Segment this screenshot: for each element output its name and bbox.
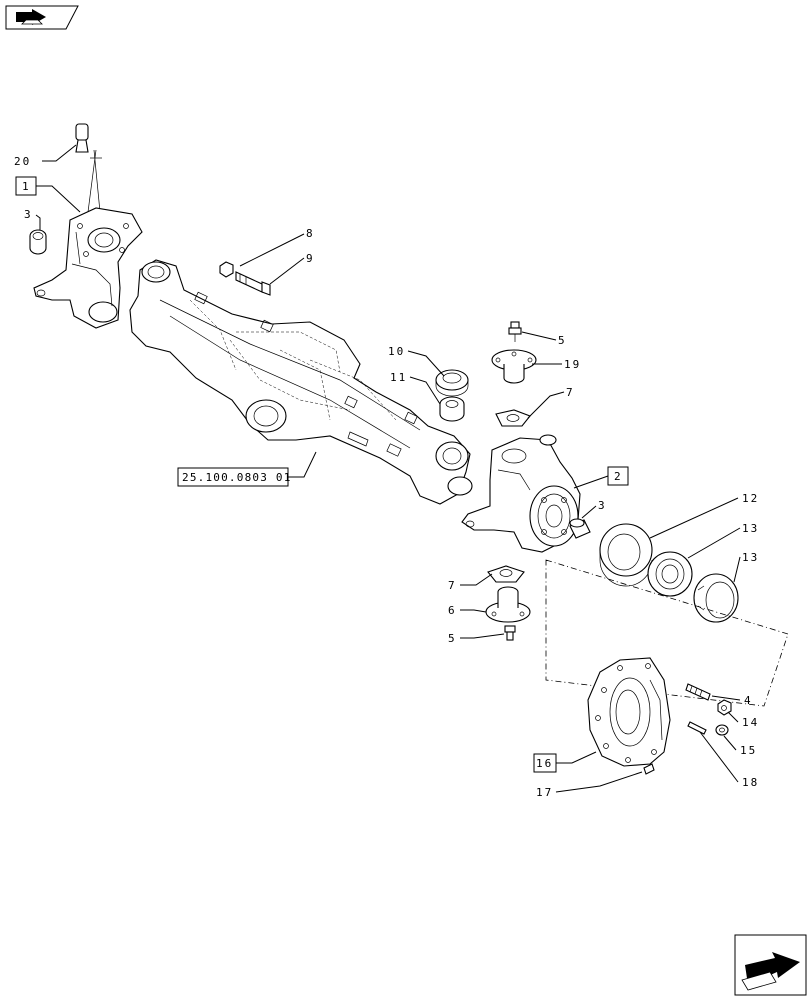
reference-box: [177, 467, 289, 487]
part-10-seal: [435, 369, 469, 397]
callout-16: 16: [536, 757, 553, 770]
part-7-shim-top: [495, 409, 531, 427]
callout-13-a: 13: [742, 522, 759, 535]
callout-7-bottom: 7: [448, 579, 457, 592]
part-3-bushing-left: [29, 229, 47, 255]
callout-1: 1: [22, 180, 31, 193]
callout-6: 6: [448, 604, 457, 617]
callout-11: 11: [390, 371, 407, 384]
callout-8: 8: [306, 227, 315, 240]
callout-3-left: 3: [24, 208, 33, 221]
callout-16-box: [533, 753, 557, 773]
callout-labels: 20 1 3 8 9 5 19 10 11 7 2 3 12 13 13 7 6…: [14, 155, 759, 799]
callout-4: 4: [744, 694, 753, 707]
book-arrow-icon[interactable]: [5, 5, 79, 30]
callout-2-box: [607, 466, 629, 486]
part-3-bushing-right: [569, 518, 591, 539]
callout-1-box: [15, 176, 37, 196]
part-12-seal-ring: [599, 523, 653, 587]
part-16-hub-carrier: [587, 657, 671, 767]
part-18-pin: [687, 721, 707, 735]
part-19-kingpin-cap: [491, 349, 537, 384]
callout-20: 20: [14, 155, 31, 168]
callout-5-top: 5: [558, 334, 567, 347]
part-11-bushing: [439, 396, 465, 422]
part-5-grease-nipple-bottom: [504, 625, 516, 641]
part-13-bearing-a: [647, 551, 693, 597]
part-4-stud: [685, 683, 711, 701]
callout-3-right: 3: [598, 499, 607, 512]
part-7-shim-bottom: [487, 565, 525, 583]
callout-5-bottom: 5: [448, 632, 457, 645]
callout-10: 10: [388, 345, 405, 358]
part-15-washer: [715, 724, 729, 736]
axle-housing: [129, 259, 473, 505]
callout-2: 2: [614, 470, 623, 483]
part-8-9-bolt-nut: [219, 261, 271, 296]
leader-lines: [35, 144, 741, 793]
part-2-steering-knuckle-right: [461, 434, 581, 553]
next-page-arrow-icon[interactable]: [734, 934, 807, 996]
callout-15: 15: [740, 744, 757, 757]
part-14-nut: [717, 699, 732, 716]
callout-12: 12: [742, 492, 759, 505]
part-6-kingpin-bottom: [485, 586, 531, 623]
part-13-bearing-b: [693, 573, 739, 623]
assembly-outline: [545, 559, 789, 707]
part-17-dowel-pin: [643, 763, 655, 775]
part-20-fitting: [75, 123, 102, 213]
callout-13-b: 13: [742, 551, 759, 564]
callout-19: 19: [564, 358, 581, 371]
callout-9: 9: [306, 252, 315, 265]
part-5-grease-nipple-top: [508, 321, 522, 342]
reference-code: 25.100.0803 01: [182, 471, 292, 484]
callout-14: 14: [742, 716, 759, 729]
callout-18: 18: [742, 776, 759, 789]
part-1-steering-knuckle-left: [33, 207, 143, 329]
callout-7-top: 7: [566, 386, 575, 399]
callout-17: 17: [536, 786, 553, 799]
